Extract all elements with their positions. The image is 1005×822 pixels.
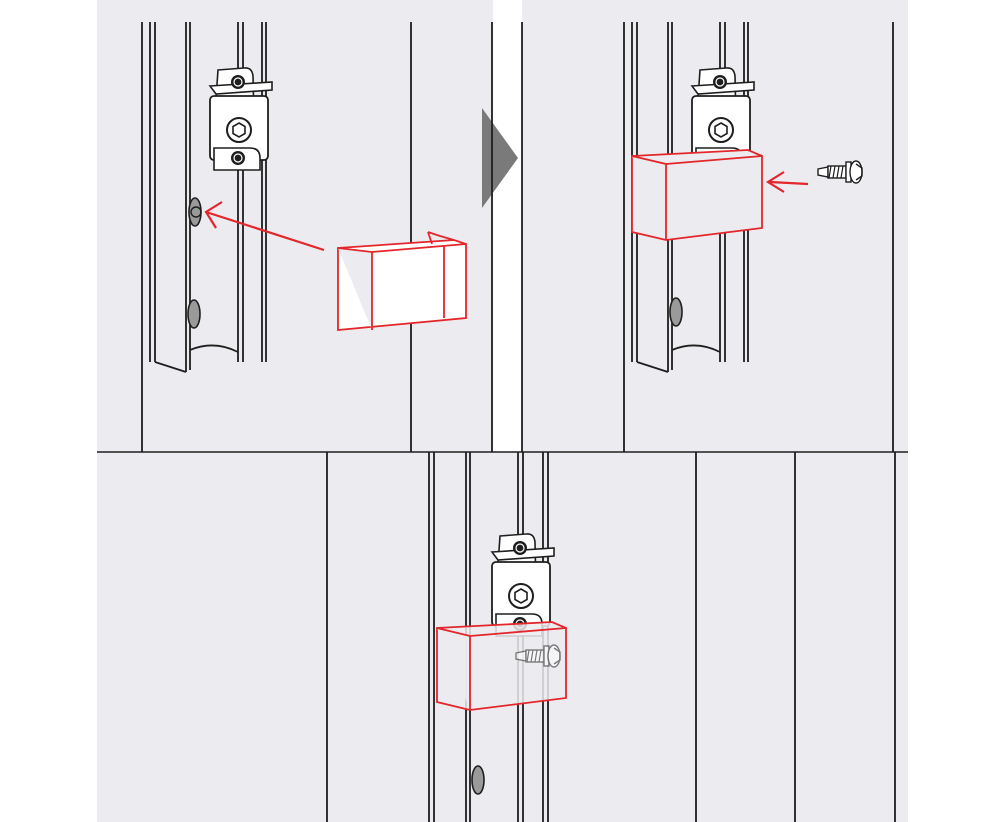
bracket-with-screws [209,66,273,171]
rail-hole [188,197,202,227]
cover-clip [337,231,467,331]
insert-arrow [204,201,325,252]
panel-step-3 [97,451,908,822]
installed-clip [631,149,763,241]
panel-step-1 [97,0,493,452]
bracket-with-screws [491,532,555,637]
next-step-arrow [482,108,518,208]
screw-arrow [765,171,809,193]
panel-step-2 [491,0,908,452]
assembled-clip [436,621,567,711]
